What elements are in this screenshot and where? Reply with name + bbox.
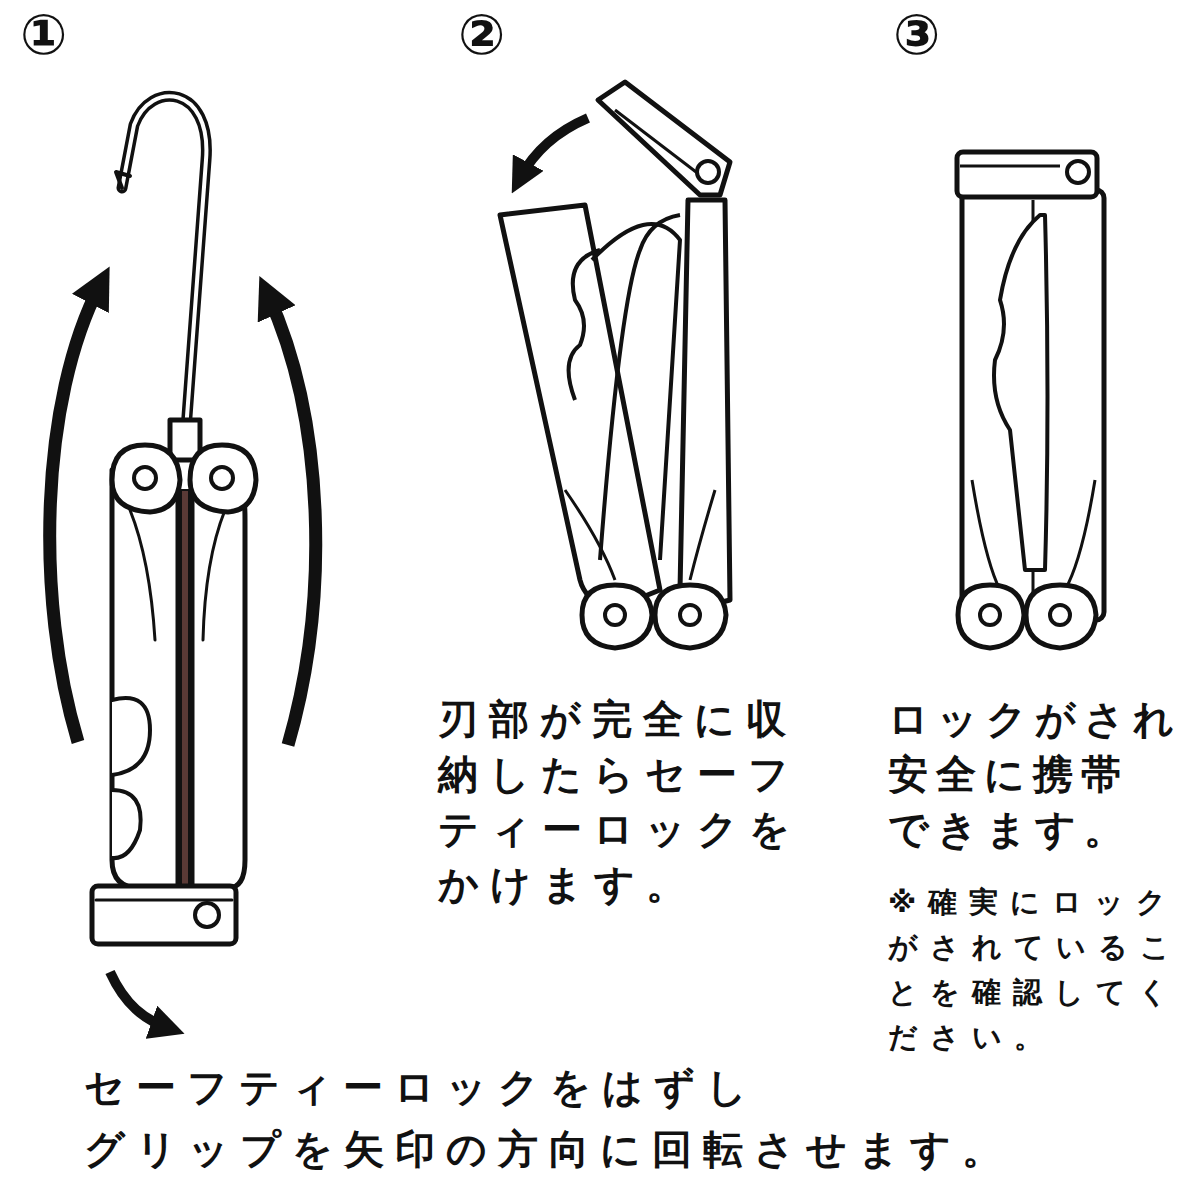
closed-knife (957, 152, 1104, 648)
folding-knife (500, 82, 730, 648)
instruction-text: セーフティーロックをはずし グリップを矢印の方向に回転させます。 (84, 1056, 1044, 1180)
step-number: ③ (893, 0, 973, 70)
instruction-text: 刃部が完全に収 納したらセーフ ティーロックを かけます。 (438, 692, 828, 912)
open-knife (92, 96, 256, 944)
rotation-arrows (50, 285, 316, 1028)
instruction-text: ロックがされ 安全に携帯 できます。 (888, 692, 1188, 857)
fold-arrow (520, 118, 588, 178)
step-number: ② (458, 0, 538, 70)
caution-note: ※確実にロック がされているこ とを確認してく ださい。 (888, 880, 1188, 1060)
step-number: ① (20, 0, 100, 70)
